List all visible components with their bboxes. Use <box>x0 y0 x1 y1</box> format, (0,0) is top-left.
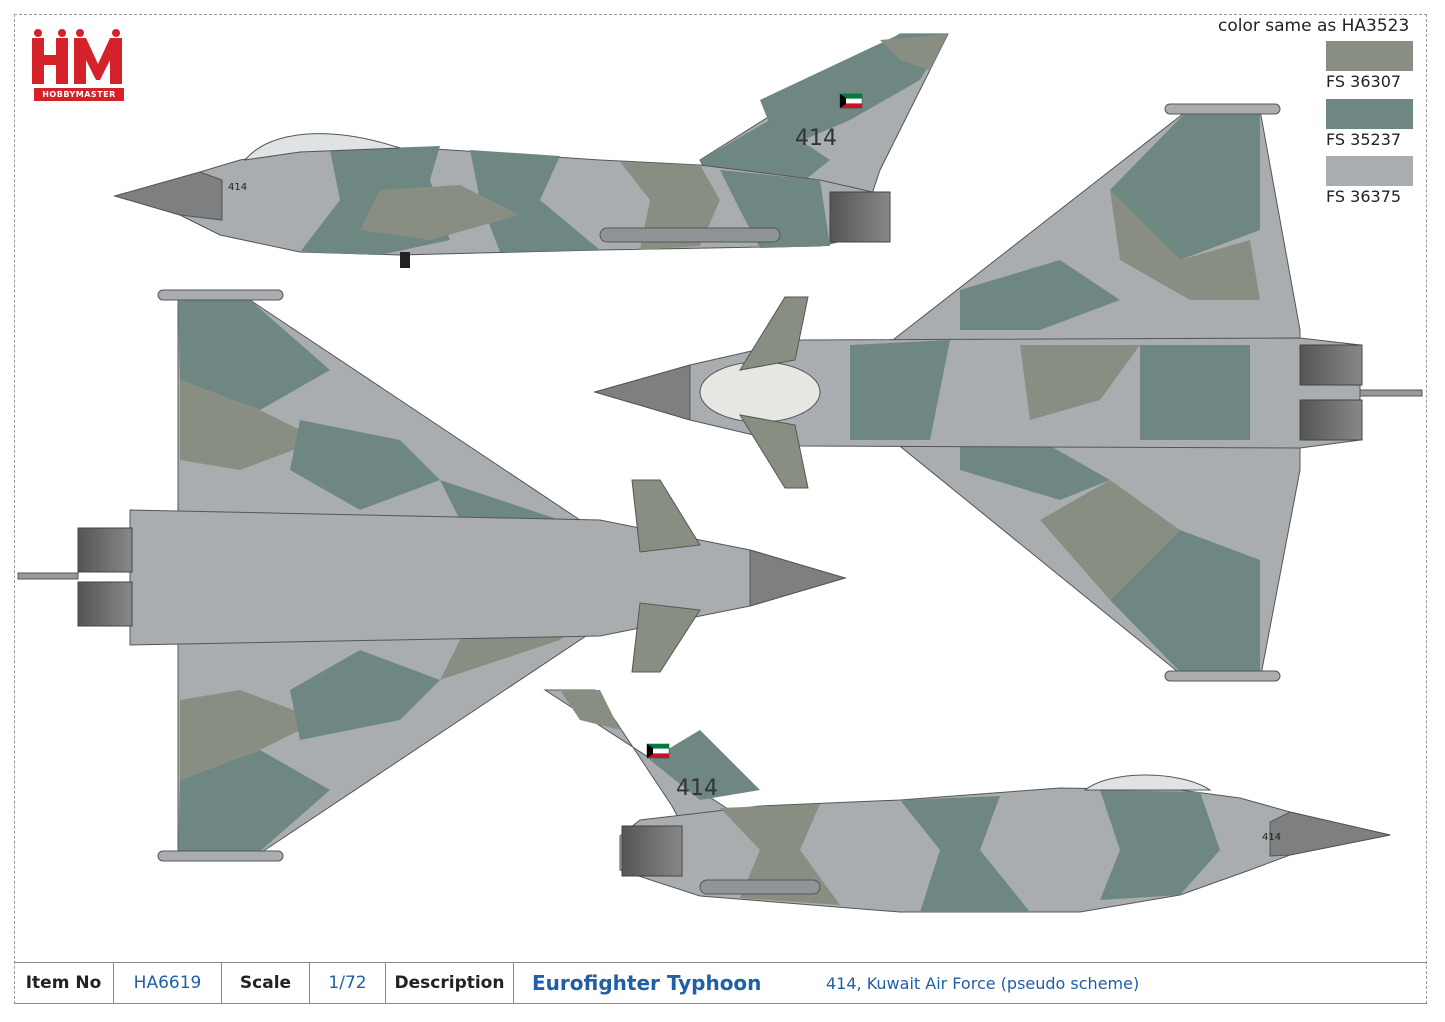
top-view <box>593 103 1423 682</box>
underside-view <box>17 289 847 862</box>
item-no-label: Item No <box>14 963 114 1003</box>
color-note: color same as HA3523 <box>1218 16 1410 36</box>
hobbymaster-logo: HOBBYMASTER <box>28 26 128 102</box>
description-subtitle: 414, Kuwait Air Force (pseudo scheme) <box>826 974 1140 993</box>
aircraft-views: 414 414 <box>17 33 1423 913</box>
swatch-fs36307 <box>1326 41 1413 71</box>
hm-logo-icon <box>32 29 122 84</box>
side-view-left: 414 414 <box>113 33 949 268</box>
side-view-right: 414 414 <box>543 689 1391 913</box>
item-no-value: HA6619 <box>114 963 222 1003</box>
side-view-bottom-tail-serial: 414 <box>676 776 718 801</box>
swatch-label-fs35237: FS 35237 <box>1326 130 1402 149</box>
scale-label: Scale <box>222 963 310 1003</box>
side-view-top-nose-serial: 414 <box>228 182 247 193</box>
kuwait-flag-icon <box>646 743 670 759</box>
kuwait-flag-icon <box>839 93 863 109</box>
description-label: Description <box>386 963 514 1003</box>
scale-value: 1/72 <box>310 963 386 1003</box>
swatch-label-fs36375: FS 36375 <box>1326 187 1402 206</box>
info-table: Item No HA6619 Scale 1/72 Description Eu… <box>14 962 1427 1004</box>
logo-subtitle: HOBBYMASTER <box>34 88 124 101</box>
description-title: Eurofighter Typhoon <box>532 971 762 995</box>
side-view-bottom-nose-serial: 414 <box>1262 832 1281 843</box>
swatch-label-fs36307: FS 36307 <box>1326 72 1402 91</box>
swatch-fs36375 <box>1326 156 1413 186</box>
side-view-top-tail-serial: 414 <box>795 126 837 151</box>
swatch-fs35237 <box>1326 99 1413 129</box>
